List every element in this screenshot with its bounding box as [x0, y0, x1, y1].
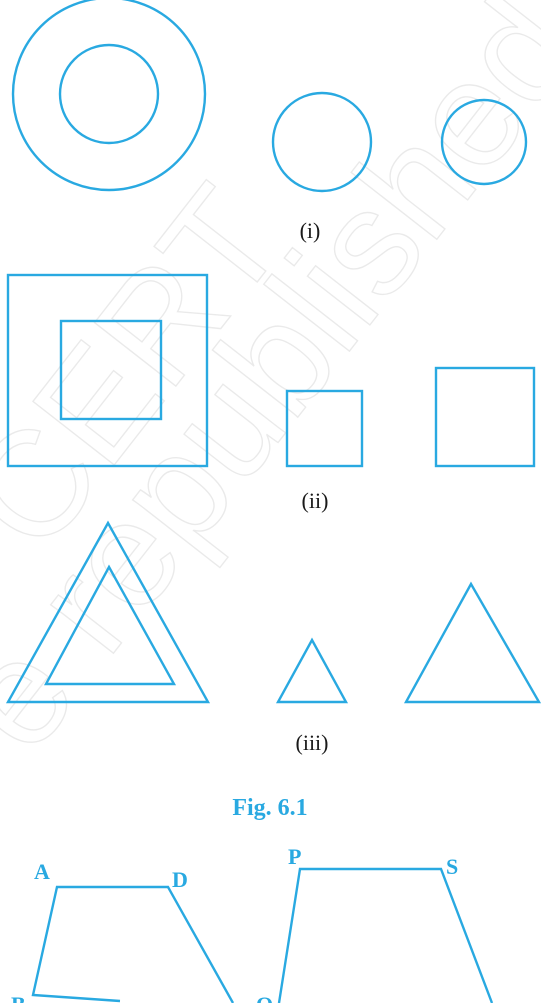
large-outer-square: [6, 273, 209, 468]
caption-i: (i): [300, 218, 321, 243]
caption-iii: (iii): [296, 730, 329, 755]
quadrilateral-pqrs: P S Q: [256, 844, 494, 1003]
quadrilateral-abcd: A D B: [11, 859, 235, 1003]
row-ii-squares: (ii): [6, 273, 536, 513]
vertex-label-s: S: [446, 854, 458, 879]
large-inner-triangle: [43, 564, 177, 686]
quadrilateral-abcd-outline: [31, 885, 235, 1003]
figure-caption: Fig. 6.1: [232, 795, 307, 821]
small-circle: [440, 98, 528, 186]
vertex-label-b: B: [11, 992, 26, 1003]
watermark: CERT e republished: [0, 0, 541, 780]
vertex-label-q: Q: [256, 992, 273, 1003]
medium-square: [434, 366, 536, 468]
vertex-label-p: P: [288, 844, 301, 869]
large-outer-circle: [11, 0, 207, 192]
row-i-circles: (i): [11, 0, 528, 243]
vertex-label-d: D: [172, 867, 188, 892]
large-outer-triangle: [5, 520, 211, 704]
large-inner-square: [59, 319, 163, 421]
vertex-label-a: A: [34, 859, 50, 884]
small-triangle: [275, 637, 349, 704]
caption-ii: (ii): [302, 488, 329, 513]
medium-triangle: [403, 581, 541, 704]
small-square: [285, 389, 364, 468]
row-iii-triangles: (iii): [5, 520, 541, 755]
medium-circle: [271, 91, 373, 193]
quadrilateral-pqrs-outline: [277, 867, 494, 1003]
large-inner-circle: [58, 43, 160, 145]
